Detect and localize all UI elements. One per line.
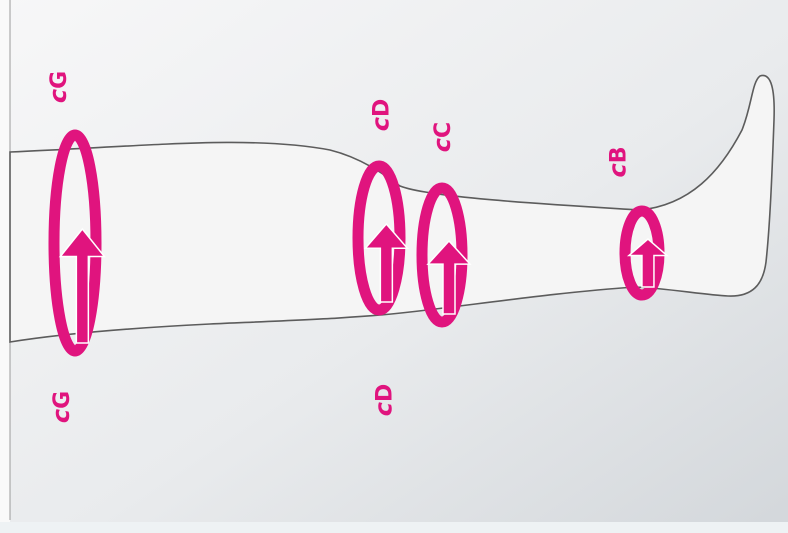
marker-b (619, 205, 669, 301)
circumference-arrow-icon (363, 222, 409, 303)
circumference-ring-d (352, 160, 406, 316)
label-d-top-letter: D (369, 98, 395, 118)
circumference-arrow-icon (426, 239, 472, 315)
label-g-bottom: cG (47, 390, 76, 424)
label-d-top: cD (366, 98, 395, 132)
label-d-bottom-letter: D (372, 383, 398, 403)
label-g-top-letter: G (47, 70, 73, 89)
left-border-strip (0, 0, 10, 533)
label-c-prefix: c (428, 137, 457, 153)
label-b-prefix: c (603, 163, 632, 178)
label-c-letter: C (431, 121, 457, 138)
label-g-bottom-letter: G (50, 390, 76, 409)
marker-d (352, 160, 409, 316)
label-g-top-prefix: c (44, 88, 73, 104)
label-g-bottom-prefix: c (47, 408, 76, 424)
label-g-top: cG (44, 70, 73, 104)
circumference-ring-g (48, 129, 102, 357)
label-d-bottom-prefix: c (369, 402, 398, 417)
label-c: cC (428, 121, 457, 153)
bottom-border-strip (0, 522, 788, 533)
circumference-arrow-icon (58, 227, 106, 344)
measurement-markers (48, 129, 669, 357)
label-b-letter: B (606, 146, 632, 164)
label-d-bottom: cD (369, 383, 398, 417)
marker-c (416, 182, 472, 328)
label-b: cB (603, 146, 632, 178)
marker-g (48, 129, 106, 357)
circumference-arrow-icon (626, 238, 669, 288)
label-d-top-prefix: c (366, 117, 395, 132)
